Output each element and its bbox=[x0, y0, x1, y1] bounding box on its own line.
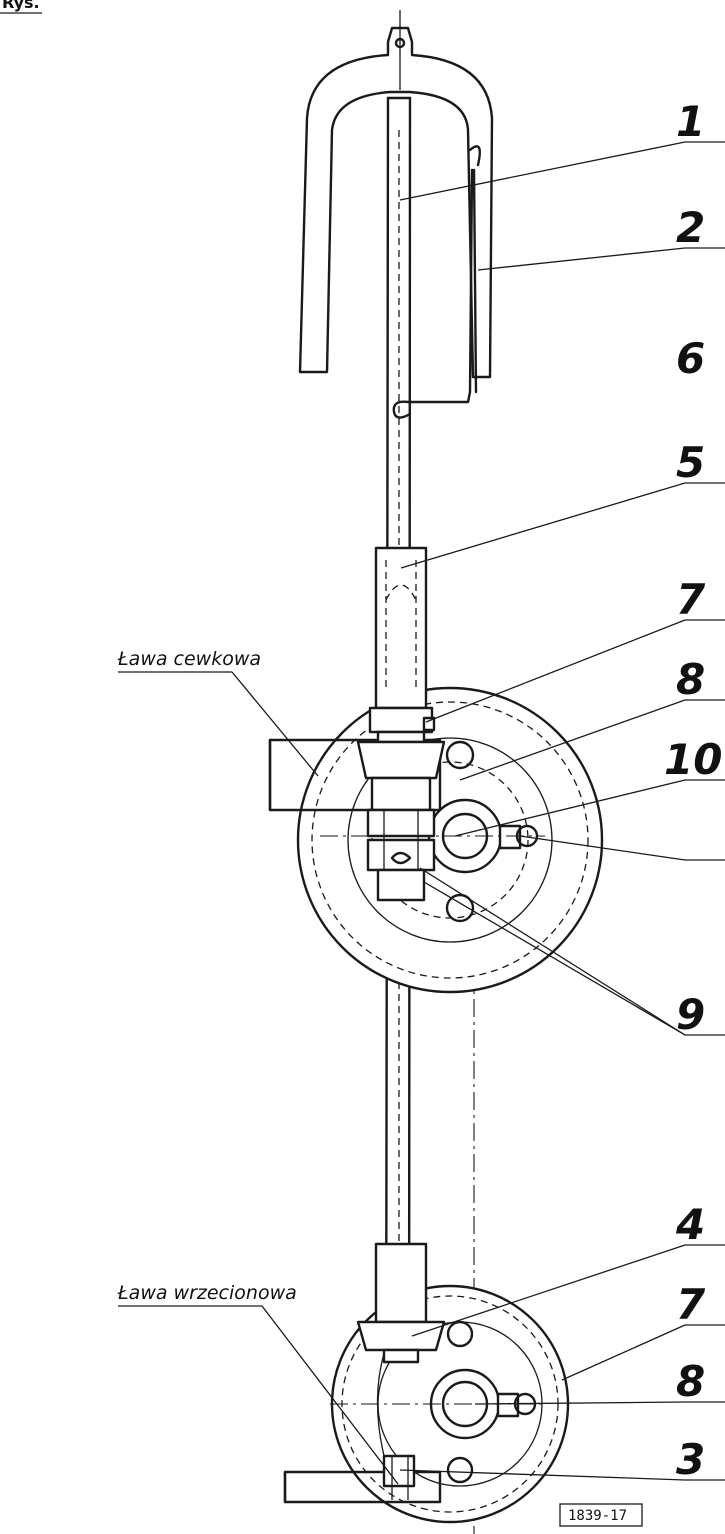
label-spindle-rail: Ława wrzecionowa bbox=[117, 1282, 297, 1304]
callout-7-lower: 7 bbox=[676, 1280, 706, 1329]
callout-10: 10 bbox=[664, 735, 722, 784]
callout-5: 5 bbox=[676, 438, 705, 487]
callout-1: 1 bbox=[676, 97, 705, 146]
lower-spindle bbox=[283, 1242, 570, 1524]
upper-bobbin bbox=[268, 546, 604, 994]
callout-8-lower: 8 bbox=[676, 1357, 705, 1406]
leader-lines bbox=[118, 141, 725, 1485]
stamp-text: 1839-17 bbox=[568, 1508, 627, 1524]
fork bbox=[298, 26, 494, 419]
header: Rys. bbox=[0, 0, 42, 14]
callouts: 1 2 6 5 7 8 10 9 4 7 8 3 bbox=[664, 97, 722, 1484]
callout-3: 3 bbox=[676, 1435, 705, 1484]
callout-2: 2 bbox=[676, 203, 705, 252]
callout-8-upper: 8 bbox=[676, 655, 705, 704]
callout-7-upper: 7 bbox=[676, 575, 706, 624]
stamp: 1839-17 bbox=[559, 1503, 643, 1527]
callout-4: 4 bbox=[675, 1200, 705, 1249]
callout-9: 9 bbox=[676, 990, 705, 1039]
callout-6: 6 bbox=[676, 334, 705, 383]
rail-labels: Ława cewkowa Ława wrzecionowa bbox=[117, 648, 297, 1304]
label-bobbin-rail: Ława cewkowa bbox=[117, 648, 261, 670]
header-text: Rys. bbox=[2, 0, 40, 12]
